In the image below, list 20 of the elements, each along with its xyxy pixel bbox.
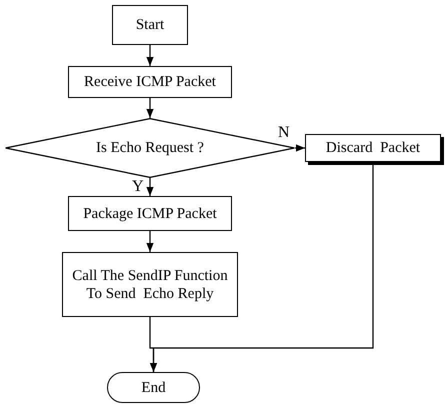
process-box: [68, 196, 232, 231]
node-label: Start: [134, 16, 166, 34]
process-box: [305, 134, 441, 162]
arrow: [146, 231, 154, 252]
node-label: End: [140, 378, 167, 396]
node-label: Discard Packet: [324, 139, 422, 157]
arrow: [295, 144, 305, 152]
arrow: [146, 178, 154, 196]
process-box: [68, 66, 232, 98]
decision-diamond: [5, 118, 295, 178]
terminator: [107, 372, 200, 403]
node-label: Receive ICMP Packet: [83, 73, 217, 91]
arrow: [146, 98, 154, 118]
node-label: Package ICMP Packet: [82, 204, 218, 222]
process-box: [62, 252, 238, 317]
node-label: Call The SendIP Function To Send Echo Reply: [71, 266, 229, 302]
arrow: [150, 162, 374, 372]
start-box: [112, 5, 188, 45]
arrow: [146, 45, 154, 66]
node-label: Is Echo Request ?: [95, 139, 205, 157]
